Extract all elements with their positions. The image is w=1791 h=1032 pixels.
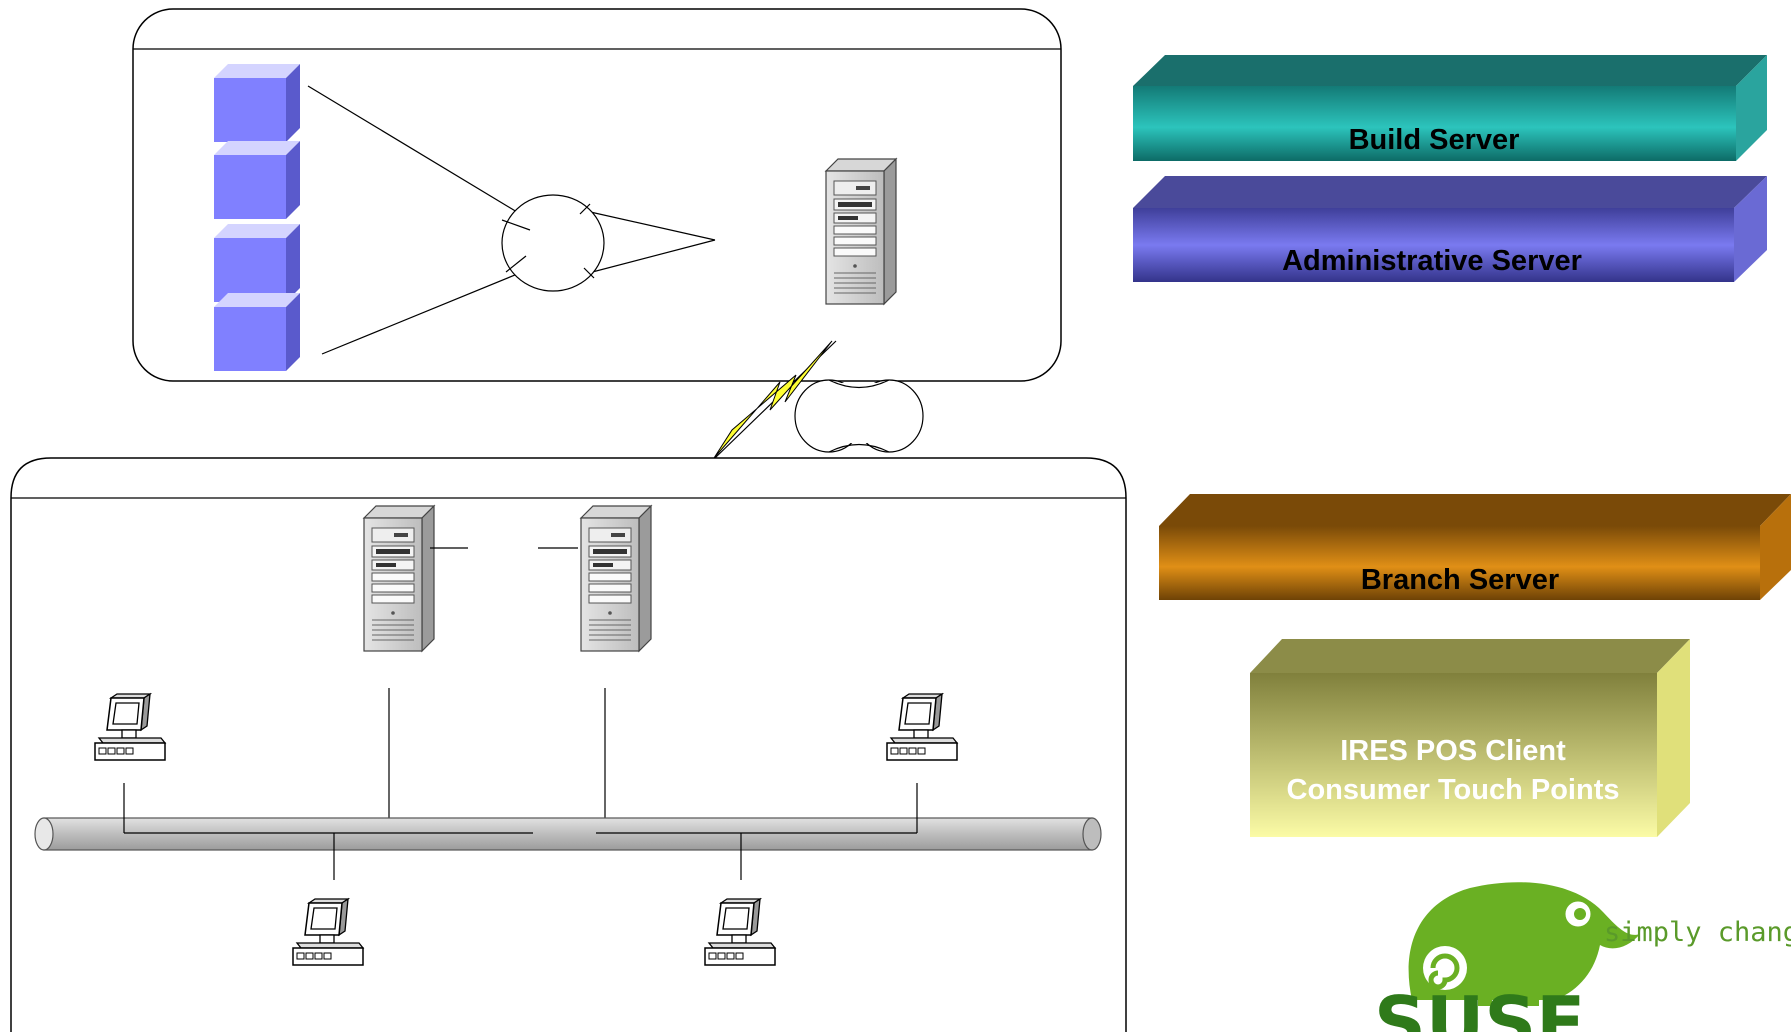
build-server-label: Build Server	[1349, 124, 1520, 156]
logo-wordmark: SUSE	[1374, 981, 1585, 1032]
block-4	[214, 293, 300, 371]
administrative-server-icon	[825, 158, 897, 305]
logo-tagline: simply change	[1604, 917, 1791, 948]
legend-build-server: Build Server	[1133, 55, 1767, 161]
central-connections	[307, 85, 716, 355]
block-2	[214, 141, 300, 219]
legend-pos-client: IRES POS Client Consumer Touch Points	[1250, 639, 1690, 837]
branch-site-panel	[10, 457, 1127, 1032]
block-3	[214, 224, 300, 302]
block-1	[214, 64, 300, 142]
branch-server-icon-2	[580, 505, 652, 652]
administrative-server-label: Administrative Server	[1282, 245, 1582, 277]
branch-server-icon-1	[363, 505, 435, 652]
bus-drops	[123, 783, 918, 880]
suse-logo: simply change SUSE	[1374, 882, 1791, 1032]
wan-link	[713, 340, 924, 459]
block-stack	[214, 64, 300, 371]
branch-server-label: Branch Server	[1361, 564, 1559, 596]
pos-client-label-line1: IRES POS Client	[1340, 735, 1566, 767]
legend-administrative-server: Administrative Server	[1133, 176, 1767, 282]
network-bus	[34, 817, 1102, 851]
branch-server-links	[388, 547, 606, 833]
legend-branch-server: Branch Server	[1159, 494, 1791, 600]
pos-client-label-line2: Consumer Touch Points	[1287, 774, 1620, 806]
